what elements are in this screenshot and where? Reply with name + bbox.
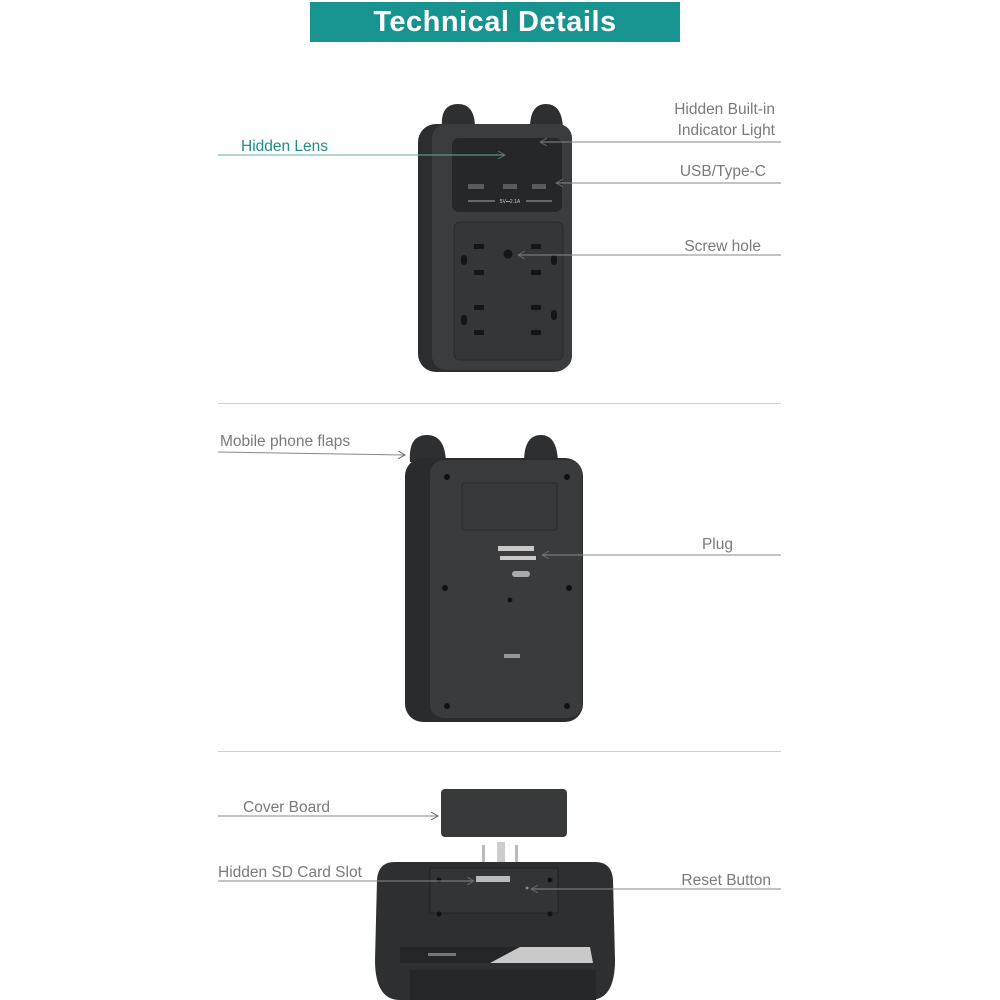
reset-button bbox=[525, 886, 529, 890]
label-cover-board: Cover Board bbox=[243, 799, 331, 816]
phone-flap-right bbox=[524, 435, 558, 462]
section-divider bbox=[218, 751, 781, 752]
label-indicator-line1: Hidden Built-in bbox=[674, 101, 775, 118]
label-phone-flaps: Mobile phone flaps bbox=[220, 433, 351, 450]
section-divider bbox=[218, 403, 781, 404]
device-bottom-view bbox=[375, 789, 615, 1000]
power-marking: 5V⎓2.1A bbox=[500, 199, 521, 205]
sd-card-slot bbox=[476, 876, 510, 882]
label-screw-hole: Screw hole bbox=[684, 238, 761, 255]
outlets bbox=[461, 244, 557, 335]
label-plug: Plug bbox=[701, 536, 733, 553]
phone-flap-right bbox=[530, 104, 563, 128]
plug-prongs bbox=[498, 546, 536, 577]
label-hidden-lens: Hidden Lens bbox=[241, 138, 329, 155]
back-cover-recess bbox=[461, 482, 558, 531]
device-back-view bbox=[405, 435, 583, 722]
display-window bbox=[452, 138, 562, 212]
outlet-plate bbox=[453, 221, 564, 361]
label-reset-button: Reset Button bbox=[681, 872, 771, 889]
label-indicator-line2: Indicator Light bbox=[677, 122, 775, 139]
cover-board bbox=[441, 789, 567, 837]
label-usb-type-c: USB/Type-C bbox=[679, 163, 766, 180]
phone-flap-left bbox=[441, 104, 475, 128]
label-sd-card-slot: Hidden SD Card Slot bbox=[218, 864, 362, 881]
device-front-view: 5V⎓2.1A bbox=[418, 104, 572, 372]
usb-ports bbox=[468, 184, 546, 189]
phone-flap-left bbox=[409, 435, 446, 462]
screw-hole bbox=[503, 249, 513, 259]
title-banner: Technical Details bbox=[310, 2, 680, 42]
